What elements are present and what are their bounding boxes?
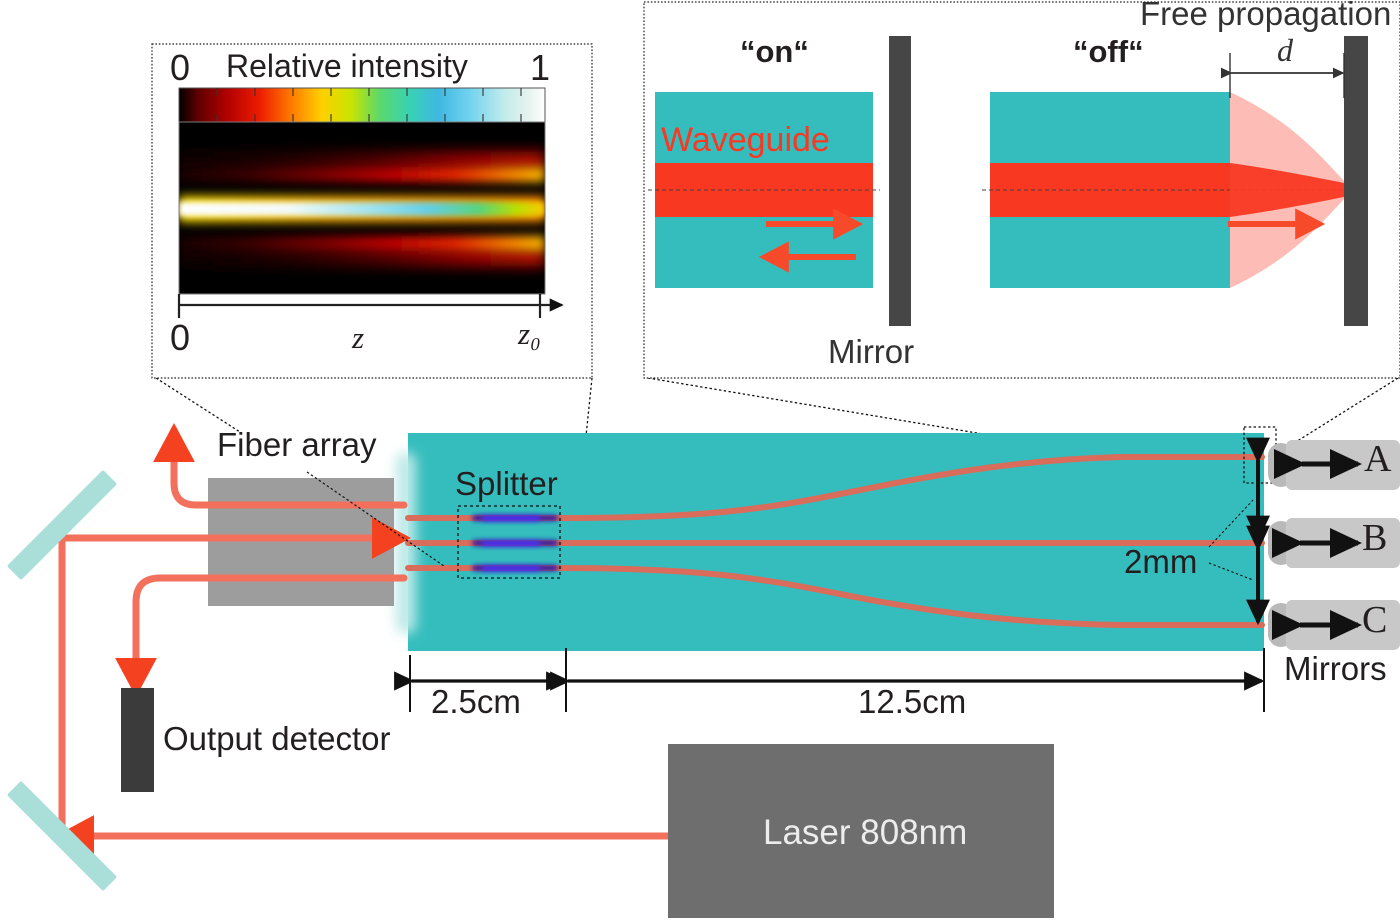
pitch-label: 2mm [1124, 543, 1198, 580]
colorbar [178, 87, 546, 123]
fiber-array-leader [306, 471, 445, 567]
splitter-label: Splitter [455, 465, 558, 502]
gap-dimension [1220, 53, 1345, 98]
mirrors-label: Mirrors [1284, 650, 1387, 687]
z-axis-origin-label: 0 [170, 317, 191, 358]
steering-mirror-bottom [7, 781, 117, 891]
z-axis-label: z [352, 320, 365, 355]
laser-box [668, 744, 1054, 918]
state-off-label: “off“ [1073, 34, 1144, 69]
waveguide-a [405, 454, 1265, 521]
beam-paths [54, 422, 672, 857]
free-propagation-label: Free propagation [1140, 0, 1392, 32]
beam-return-detector [115, 574, 408, 698]
mirror-assembly-b[interactable] [1268, 518, 1400, 568]
mirror-c-label: C [1362, 599, 1388, 641]
mirror-b-label: B [1362, 517, 1388, 559]
pitch-dimensions [1208, 437, 1270, 626]
mirror-assemblies [1268, 440, 1400, 650]
beam-core-free [1230, 163, 1344, 217]
mirror-inset-mirror-label: Mirror [828, 333, 915, 370]
colorbar-ticks [216, 88, 522, 122]
waveguide-label: Waveguide [661, 121, 830, 159]
splitter-region-box [457, 505, 561, 579]
dim-splitter-label: 2.5cm [431, 683, 521, 720]
z-axis [177, 294, 564, 318]
fiber-array-block [208, 478, 394, 606]
mirror-bar-on [889, 36, 911, 326]
output-detector-label: Output detector [163, 720, 391, 757]
mirror-on-panel [648, 36, 911, 326]
colorbar-title: Relative intensity [226, 48, 468, 84]
laser-label: Laser 808nm [763, 813, 968, 852]
intensity-inset-group [151, 43, 593, 379]
dim-chip-label: 12.5cm [858, 683, 967, 720]
beamsplitter-top [7, 470, 117, 580]
steering-mirrors [7, 470, 117, 891]
colorbar-max-label: 1 [530, 47, 551, 88]
gap-d-label: d [1277, 32, 1293, 68]
mirror-inset-group [643, 1, 1400, 379]
colorbar-min-label: 0 [170, 47, 191, 88]
z-axis-end-label: z₀ [518, 316, 541, 351]
intensity-map [178, 121, 546, 295]
fiber-array-label: Fiber array [217, 426, 377, 463]
length-dimensions [394, 648, 1265, 712]
mirror-a-label: A [1364, 438, 1392, 480]
mirror-bar-off [1344, 36, 1368, 326]
splitter-mode-glow [472, 515, 558, 571]
mirror-off-panel [982, 36, 1368, 326]
output-detector-body [121, 688, 154, 792]
state-on-label: “on“ [740, 34, 809, 69]
mirror-assembly-a[interactable] [1268, 440, 1400, 490]
waveguide-c [405, 565, 1265, 628]
mirror-assembly-c[interactable] [1268, 600, 1400, 650]
beam-return-upper [153, 422, 408, 509]
